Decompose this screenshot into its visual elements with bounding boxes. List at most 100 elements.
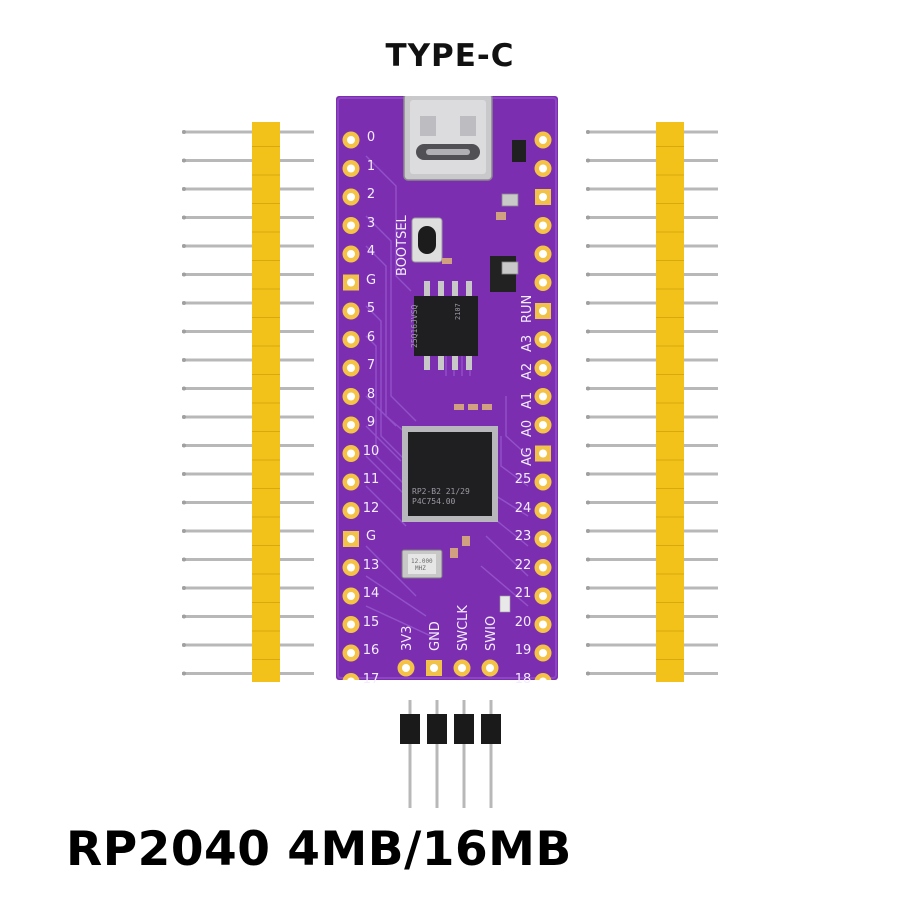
right-pin-label: A1 bbox=[520, 391, 535, 409]
header-pin bbox=[182, 501, 314, 504]
header-pin-tip bbox=[586, 187, 590, 191]
header-pin bbox=[182, 330, 314, 333]
pin-hole bbox=[347, 307, 355, 315]
right-pin-label: RUN bbox=[520, 294, 535, 323]
small-header-pin bbox=[462, 700, 466, 808]
right-pin-label: A0 bbox=[520, 419, 535, 437]
left-pin-label: 1 bbox=[366, 158, 376, 174]
header-pin-tip bbox=[586, 358, 590, 362]
header-pin bbox=[182, 216, 314, 219]
mcu-chip-text-2: P4C754.00 bbox=[412, 497, 456, 506]
header-pin bbox=[182, 187, 314, 191]
pin-hole bbox=[347, 164, 355, 173]
small-header-plastic bbox=[427, 714, 447, 744]
pin-hole bbox=[347, 506, 355, 515]
header-pin-tip bbox=[182, 386, 186, 391]
pin-hole bbox=[539, 649, 547, 657]
pin-hole bbox=[539, 563, 547, 572]
left-pin-label: 7 bbox=[366, 358, 376, 373]
header-pin bbox=[182, 615, 314, 618]
header-pin bbox=[586, 159, 718, 162]
header-pin bbox=[586, 301, 718, 305]
header-pin bbox=[182, 558, 314, 561]
right-pin-label: 18 bbox=[514, 671, 532, 687]
header-pin-tip bbox=[586, 158, 590, 163]
header-pin bbox=[182, 586, 314, 590]
pin-hole bbox=[539, 221, 547, 230]
header-pin-tip bbox=[182, 130, 186, 134]
pin-hole bbox=[347, 535, 355, 543]
header-pin-tip bbox=[586, 643, 590, 647]
header-pin-tip bbox=[182, 415, 186, 419]
bootsel-label: BOOTSEL bbox=[395, 215, 410, 276]
pin-hole bbox=[539, 677, 547, 680]
header-pin bbox=[586, 330, 718, 333]
header-pin bbox=[586, 615, 718, 618]
left-pin-label: 9 bbox=[366, 415, 376, 430]
header-pin-tip bbox=[182, 244, 186, 248]
pin-hole bbox=[347, 677, 355, 680]
right-pin-header bbox=[586, 122, 718, 682]
header-pin-tip bbox=[182, 614, 186, 619]
header-pin bbox=[182, 244, 314, 248]
header-pin bbox=[586, 216, 718, 219]
small-header-pin bbox=[408, 700, 412, 808]
pin-hole bbox=[347, 478, 355, 486]
flash-chip bbox=[414, 281, 478, 370]
pin-hole bbox=[539, 506, 547, 515]
pin-hole bbox=[539, 136, 547, 144]
left-pin-label: 10 bbox=[362, 443, 380, 459]
header-pin bbox=[586, 643, 718, 647]
header-pin bbox=[182, 415, 314, 419]
header-pin-tip bbox=[586, 215, 590, 220]
pin-hole bbox=[347, 421, 355, 429]
header-pin bbox=[182, 358, 314, 362]
right-pin-label: 23 bbox=[514, 529, 532, 544]
four-pin-header bbox=[400, 700, 504, 815]
pin-hole bbox=[347, 364, 355, 372]
left-pin-header bbox=[182, 122, 314, 682]
pin-hole bbox=[539, 478, 547, 486]
pin-hole bbox=[347, 392, 355, 401]
pin-hole bbox=[458, 664, 466, 672]
header-pin bbox=[586, 187, 718, 191]
header-pin-tip bbox=[586, 529, 590, 533]
right-pin-label: 24 bbox=[514, 500, 532, 516]
pin-hole bbox=[539, 392, 547, 401]
header-pin-tip bbox=[586, 443, 590, 448]
pin-hole bbox=[347, 335, 355, 344]
header-pin bbox=[182, 387, 314, 390]
small-header-plastic bbox=[400, 714, 420, 744]
pin-hole bbox=[539, 364, 547, 372]
small-header-plastic bbox=[454, 714, 474, 744]
header-pin-tip bbox=[182, 358, 186, 362]
pin-hole bbox=[347, 649, 355, 657]
header-pin bbox=[586, 415, 718, 419]
left-pin-label: 6 bbox=[366, 329, 376, 345]
header-pin-tip bbox=[586, 386, 590, 391]
header-pin-tip bbox=[586, 614, 590, 619]
mcu-chip-text-1: RP2-B2 21/29 bbox=[412, 487, 470, 496]
right-pin-label: 19 bbox=[514, 643, 532, 658]
small-header-plastic bbox=[481, 714, 501, 744]
pin-hole bbox=[347, 221, 355, 230]
header-pin bbox=[586, 472, 718, 476]
header-pin bbox=[586, 244, 718, 248]
header-pin-tip bbox=[586, 301, 590, 305]
smd-regulator bbox=[512, 140, 526, 162]
left-pin-label: 16 bbox=[362, 643, 380, 658]
rp2040-mcu-chip bbox=[402, 426, 498, 522]
header-pin bbox=[586, 130, 718, 134]
pin-hole bbox=[347, 193, 355, 201]
pin-pad bbox=[342, 673, 360, 680]
pin-hole bbox=[347, 449, 355, 458]
header-pin bbox=[586, 672, 718, 675]
header-pin bbox=[586, 529, 718, 533]
left-pin-label: 17 bbox=[362, 671, 380, 687]
header-pin-tip bbox=[586, 472, 590, 476]
header-pin-tip bbox=[182, 187, 186, 191]
bootsel-button bbox=[411, 217, 443, 263]
header-pin bbox=[182, 130, 314, 134]
caption-type-c: TYPE-C bbox=[385, 38, 515, 74]
header-pin bbox=[182, 529, 314, 533]
